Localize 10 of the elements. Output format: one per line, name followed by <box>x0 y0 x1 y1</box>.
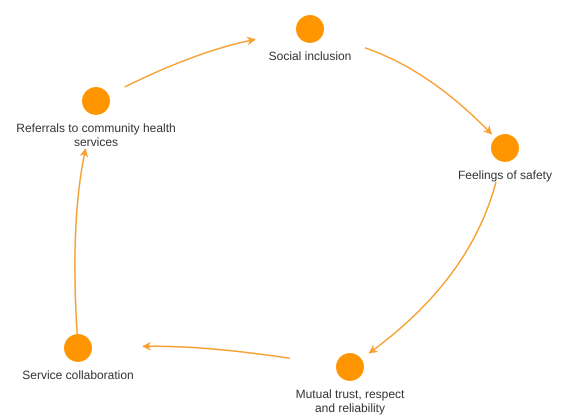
node-label: Social inclusion <box>268 49 352 63</box>
node-label: Service collaboration <box>22 368 134 382</box>
arrow <box>364 47 492 135</box>
arrow <box>142 342 290 359</box>
node-label: Mutual trust, respect and reliability <box>294 387 406 415</box>
node-label: Referrals to community health services <box>16 121 176 149</box>
arrow <box>74 148 88 334</box>
node-label: Feelings of safety <box>458 168 552 182</box>
arrow <box>368 182 497 354</box>
arrow <box>124 36 256 88</box>
